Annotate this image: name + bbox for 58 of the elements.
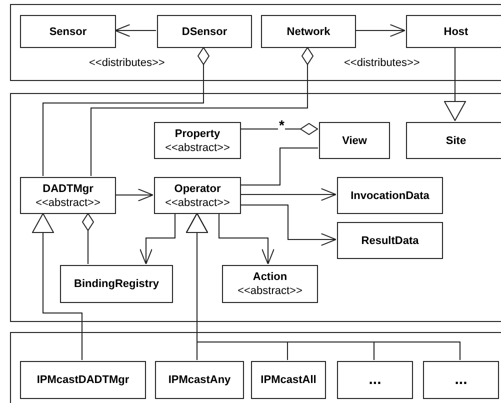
- class-name: ...: [454, 373, 468, 387]
- class-box: [261, 15, 356, 48]
- association-arrow: [218, 212, 274, 264]
- association-arrow: [114, 24, 156, 37]
- generalization-arrow: [32, 212, 82, 360]
- class-name: Action: [252, 270, 288, 284]
- class-name: InvocationData: [350, 188, 430, 202]
- class-box: [319, 122, 390, 159]
- package-panel: [10, 332, 501, 403]
- class-name: IPMcastAll: [260, 373, 316, 387]
- stereotype-label: <<abstract>>: [238, 284, 302, 298]
- class-name: Network: [286, 24, 330, 38]
- class-box: [423, 361, 499, 399]
- stereotype-label: <<abstract>>: [36, 196, 100, 210]
- class-box: [20, 15, 116, 48]
- association-arrow: [140, 212, 176, 264]
- aggregation-line: [90, 46, 314, 176]
- aggregation-line: [42, 46, 210, 176]
- association-arrow: [114, 188, 154, 202]
- class-box: [406, 15, 501, 48]
- class-box: [20, 361, 146, 399]
- aggregation-line: [240, 123, 318, 135]
- class-name: Sensor: [49, 24, 87, 38]
- class-name: Site: [446, 134, 466, 148]
- class-name: Host: [444, 24, 468, 38]
- class-box: [157, 15, 252, 48]
- class-box: [60, 265, 173, 303]
- class-box: [20, 177, 116, 214]
- association-arrow: [240, 188, 336, 201]
- package-panel: [10, 93, 501, 322]
- class-box: [251, 361, 326, 399]
- class-box: [222, 265, 318, 303]
- generalization-arrow: [186, 212, 460, 360]
- class-name: ResultData: [361, 234, 419, 248]
- generalization-arrow: [444, 46, 466, 122]
- class-box: [154, 177, 241, 214]
- multiplicity-label: *: [278, 119, 286, 132]
- association-arrow: [354, 24, 406, 37]
- stereotype-label: <<abstract>>: [165, 140, 230, 154]
- class-name: View: [342, 134, 367, 148]
- class-name: Operator: [174, 182, 221, 196]
- class-name: Property: [174, 126, 220, 140]
- association-arrow: [240, 204, 336, 246]
- class-box: [337, 361, 413, 399]
- class-name: DADTMgr: [42, 182, 94, 196]
- class-name: BindingRegistry: [74, 277, 159, 291]
- stereotype-label: <<abstract>>: [165, 196, 230, 210]
- class-box: [337, 177, 443, 214]
- class-name: DSensor: [182, 24, 228, 38]
- class-box: [154, 122, 241, 159]
- package-panel: [10, 4, 501, 81]
- class-name: ...: [368, 373, 382, 387]
- class-name: IPMcastDADTMgr: [36, 373, 130, 387]
- class-name: IPMcastAny: [168, 373, 231, 387]
- aggregation-line: [82, 212, 94, 264]
- class-box: [337, 222, 443, 259]
- class-box: [406, 122, 501, 159]
- class-box: [155, 361, 244, 399]
